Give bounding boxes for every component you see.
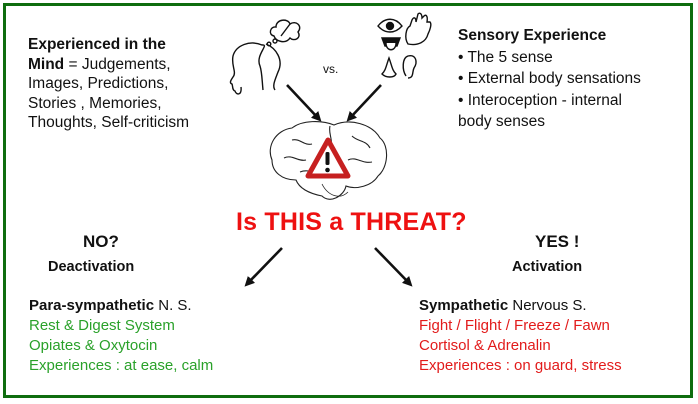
parasympathetic-block: Para-sympathetic N. S. Rest & Digest Sys…: [29, 296, 213, 376]
parasympathetic-effect: Opiates & Oxytocin: [29, 337, 158, 354]
arrow-mind-to-brain: [286, 84, 322, 122]
diagram-frame: [3, 3, 693, 398]
threat-question: Is THIS a THREAT?: [236, 208, 467, 236]
ear-icon: [402, 54, 417, 79]
parasympathetic-heading: Para-sympathetic N. S.: [29, 297, 192, 314]
sensory-item: • Interoception - internal: [458, 91, 622, 109]
parasympathetic-effect: Experiences : at ease, calm: [29, 357, 214, 374]
sympathetic-effect: Cortisol & Adrenalin: [419, 337, 551, 354]
eye-icon: [377, 18, 403, 33]
sensory-item: body senses: [458, 113, 546, 130]
warning-triangle-icon: [305, 137, 351, 179]
head-thought-icon: [229, 19, 301, 95]
sympathetic-block: Sympathetic Nervous S. Fight / Flight / …: [419, 296, 622, 376]
arrow-senses-to-brain: [346, 84, 382, 122]
yes-branch-title: YES !: [535, 232, 580, 251]
arrow-to-yes: [374, 247, 413, 287]
sensory-item: • External body sensations: [458, 70, 641, 87]
parasympathetic-effect: Rest & Digest System: [29, 317, 175, 334]
senses-icon: [377, 12, 432, 79]
vs-label: vs.: [323, 62, 339, 76]
no-branch-title: NO?: [83, 232, 119, 251]
sympathetic-heading: Sympathetic Nervous S.: [419, 297, 587, 314]
sympathetic-effect: Fight / Flight / Freeze / Fawn: [419, 317, 610, 334]
tongue-icon: [385, 42, 397, 51]
arrow-to-no: [244, 247, 283, 287]
sensory-item: • The 5 sense: [458, 48, 553, 66]
mind-experience-text: Experienced in the Mind = Judgements, Im…: [28, 35, 268, 133]
yes-branch-subtitle: Activation: [512, 259, 583, 275]
hand-icon: [405, 12, 432, 46]
sensory-experience-text: Sensory Experience • The 5 sense • Exter…: [458, 25, 688, 133]
sympathetic-effect: Experiences : on guard, stress: [419, 357, 622, 374]
sensory-title: Sensory Experience: [458, 27, 607, 44]
nose-icon: [381, 56, 397, 78]
mind-line: Stories , Memories,: [28, 94, 162, 112]
mind-line: Thoughts, Self-criticism: [28, 114, 190, 131]
no-branch-subtitle: Deactivation: [48, 259, 135, 275]
mind-heading-line-1: Experienced in the: [28, 36, 166, 53]
mind-heading-line-2: Mind = Judgements,: [28, 55, 171, 73]
mind-line: Images, Predictions,: [28, 75, 169, 92]
